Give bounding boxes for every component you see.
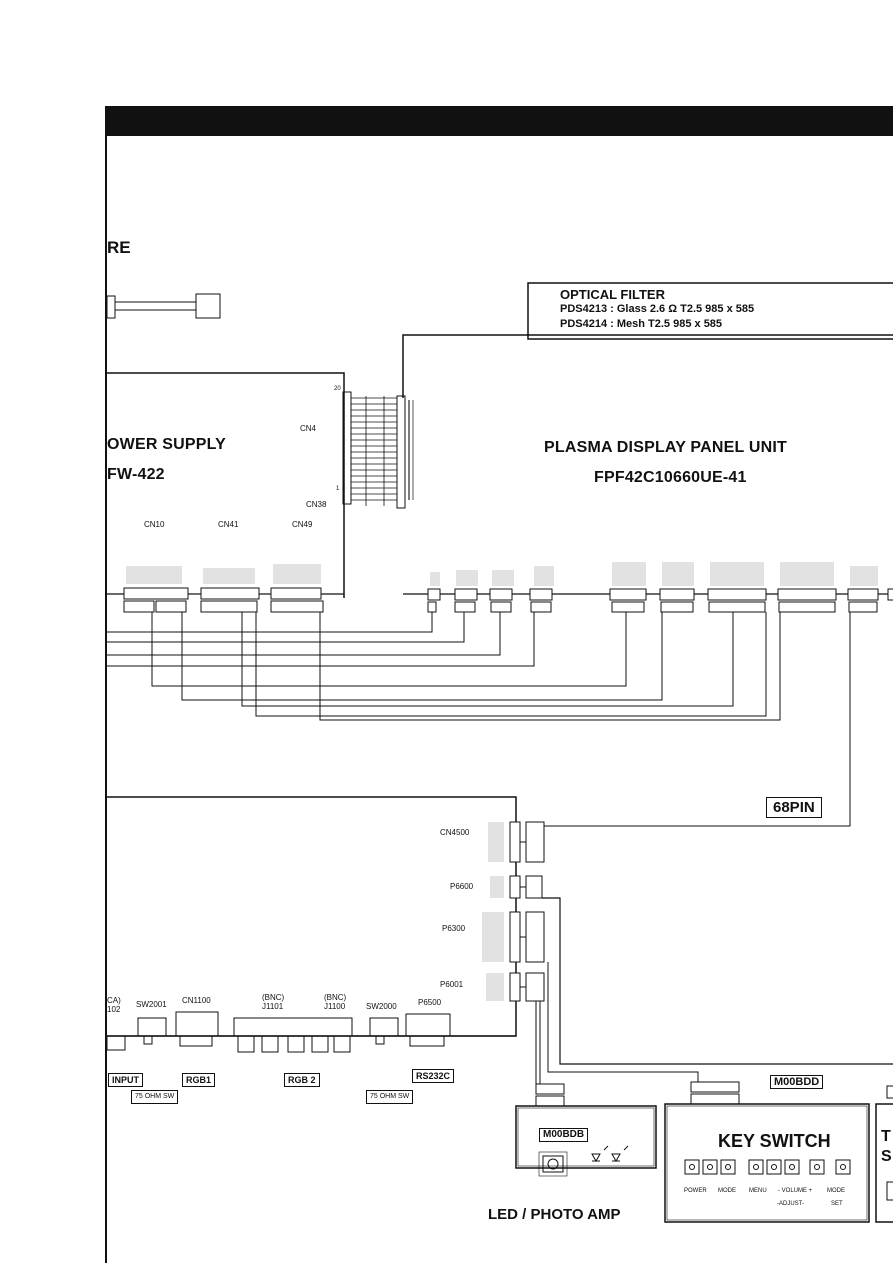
p6300-label: P6300: [442, 924, 466, 933]
ohm-switch-tag-2: 75 OHM SW: [366, 1090, 414, 1104]
rs232c-tag: RS232C: [412, 1069, 455, 1083]
cn10-connector: [123, 587, 189, 600]
rgb1-tag: RGB1: [182, 1073, 216, 1087]
page-title-fragment: RE: [107, 238, 131, 257]
connector-sketch-right: [195, 293, 221, 319]
cn4500-connector: [509, 821, 521, 863]
connector-sketch-left: [106, 295, 116, 319]
led-board-tag: M00BDB: [539, 1128, 589, 1142]
power-supply-title: OWER SUPPLY: [107, 436, 226, 453]
key-label-menu: MENU: [749, 1188, 767, 1194]
pin-20-label: 20: [334, 386, 341, 392]
p6001-label: P6001: [440, 980, 464, 989]
led-board-caption: LED / PHOTO AMP: [488, 1206, 621, 1223]
bnc-label-1: (BNC): [262, 993, 285, 1002]
optical-filter-box: [527, 282, 893, 340]
key-switch-tag: M00BDD: [770, 1075, 824, 1089]
sw2000-label: SW2000: [366, 1002, 397, 1011]
cn10-label: CN10: [144, 520, 165, 529]
partial-board-label-2: S: [881, 1148, 892, 1165]
cn49-label: CN49: [292, 520, 313, 529]
power-supply-model: FW-422: [107, 466, 165, 483]
header-bar: [107, 106, 893, 136]
key-label-volume: - VOLUME +: [778, 1188, 813, 1194]
cn41-connector: [200, 587, 260, 600]
input-tag: INPUT: [108, 1073, 143, 1087]
optical-filter-spec-2: PDS4214 : Mesh T2.5 985 x 585: [560, 318, 723, 330]
ca-label: CA): [107, 996, 121, 1005]
p6001-connector: [509, 972, 521, 1002]
p6300-connector: [509, 911, 521, 963]
partial-board-label-1: T: [881, 1128, 891, 1145]
pdp-model: FPF42C10660UE-41: [594, 469, 747, 486]
key-label-adjust: -ADJUST-: [777, 1201, 804, 1207]
sw2001-label: SW2001: [136, 1000, 167, 1009]
cn4500-label: CN4500: [440, 828, 470, 837]
optical-filter-spec-1: PDS4213 : Glass 2.6 Ω T2.5 985 x 585: [560, 303, 755, 315]
p6600-label: P6600: [450, 882, 474, 891]
key-switch-box: [664, 1103, 870, 1223]
led-board-box: [515, 1105, 657, 1169]
key-label-set: SET: [831, 1201, 843, 1207]
optical-filter-title: OPTICAL FILTER: [560, 287, 665, 302]
rgb2-tag: RGB 2: [284, 1073, 320, 1087]
ca-number: 102: [107, 1005, 121, 1014]
j1100-label: J1100: [324, 1002, 346, 1011]
cable-68pin-label: 68PIN: [766, 797, 822, 818]
cn49-connector: [270, 587, 322, 600]
p6600-connector: [509, 875, 521, 899]
bnc-label-2: (BNC): [324, 993, 347, 1002]
key-label-power: POWER: [684, 1188, 707, 1194]
pdp-title: PLASMA DISPLAY PANEL UNIT: [544, 439, 787, 456]
pin-1-label: 1: [336, 486, 340, 492]
ohm-switch-tag-1: 75 OHM SW: [131, 1090, 179, 1104]
j1101-label: J1101: [262, 1002, 284, 1011]
key-label-mode: MODE: [718, 1188, 736, 1194]
left-border: [105, 106, 107, 1263]
cn38-label: CN38: [306, 500, 327, 509]
p6500-label: P6500: [418, 998, 442, 1007]
cn1100-label: CN1100: [182, 996, 211, 1005]
cn4-label: CN4: [300, 424, 317, 433]
key-switch-title: KEY SWITCH: [718, 1131, 831, 1151]
cn4-connector-left: [342, 391, 352, 505]
key-label-mode-2: MODE: [827, 1188, 845, 1194]
cn4-connector-right: [396, 395, 406, 509]
cn41-label: CN41: [218, 520, 239, 529]
